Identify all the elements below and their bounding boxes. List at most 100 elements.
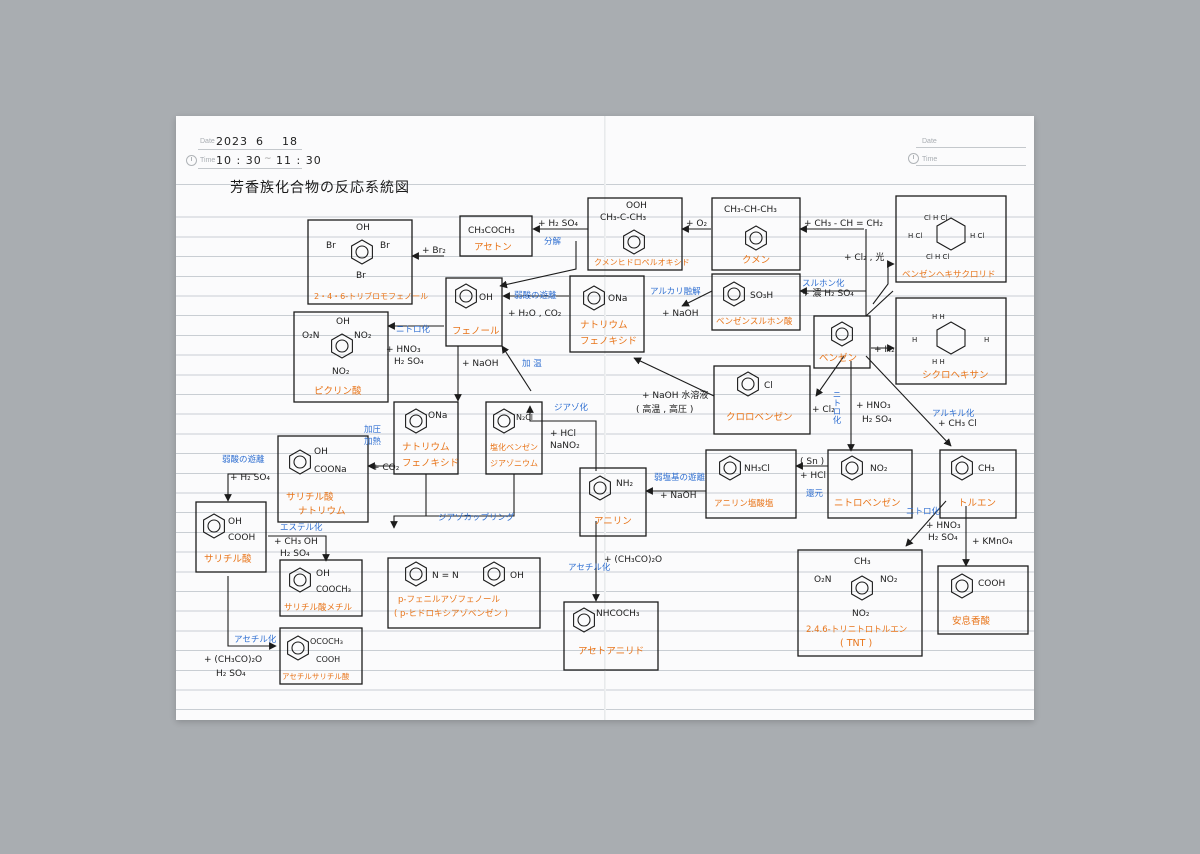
time-end: 11 : 30 bbox=[276, 154, 322, 167]
label-bunkai: 分解 bbox=[544, 236, 562, 247]
benzene-ring-icon bbox=[841, 455, 863, 481]
picric-box bbox=[293, 311, 389, 403]
chlorobenzene-cl: Cl bbox=[764, 381, 773, 391]
sodium-phenoxide-top-ona: ONa bbox=[608, 294, 627, 304]
benzene-ring-icon bbox=[951, 455, 973, 481]
acetylsalicylic-ococh3: OCOCH₃ bbox=[310, 637, 343, 646]
label-weak-acid-release-2: 弱酸の遊離 bbox=[222, 454, 265, 465]
acetylsalicylic-name: アセチルサリチル酸 bbox=[282, 671, 350, 681]
nitrobenzene-box bbox=[827, 449, 913, 519]
notebook-page: Date 2023 6 18 Time 10 : 30 ~ 11 : 30 Da… bbox=[176, 116, 1034, 720]
benzene-ring-icon bbox=[719, 455, 741, 481]
acetylsalicylic-box bbox=[279, 627, 363, 685]
cumene-box bbox=[711, 197, 801, 271]
methyl-salicylate-oh: OH bbox=[316, 569, 330, 579]
benzenesulfonic-name: ベンゼンスルホン酸 bbox=[716, 316, 793, 327]
label-diazotization: ジアゾ化 bbox=[554, 402, 589, 413]
phenol-box bbox=[445, 277, 503, 347]
bhc-atoms-bottom-icon: Cl H Cl bbox=[926, 253, 949, 261]
date-day: 18 bbox=[282, 135, 298, 148]
salicylic-cooh: COOH bbox=[228, 533, 255, 543]
right-date-underline bbox=[916, 147, 1026, 148]
benzene-ring-icon bbox=[493, 408, 515, 434]
aniline-nh2: NH₂ bbox=[616, 479, 634, 489]
benzene-ring-icon bbox=[405, 408, 427, 434]
label-pressure-heat-1: 加圧 bbox=[364, 424, 382, 435]
arrow-benzene-to-bhc bbox=[872, 260, 895, 305]
benzoic-box bbox=[937, 565, 1029, 635]
date-month: 6 bbox=[256, 135, 264, 148]
compound-diazonium: N₂Cl 塩化ベンゼン ジアゾニウム bbox=[485, 401, 543, 475]
right-time-underline bbox=[916, 165, 1026, 166]
compound-benzene: ベンゼン bbox=[813, 315, 871, 369]
label-nitration-2: ニトロ化 bbox=[831, 390, 841, 425]
compound-salicylic: OH COOH サリチル酸 bbox=[195, 501, 267, 573]
benzene-ring-icon bbox=[289, 567, 311, 593]
label-h2so4-3: + H₂ SO₄ bbox=[230, 473, 270, 483]
acetone-formula: CH₃COCH₃ bbox=[468, 226, 515, 236]
salicylic-box bbox=[195, 501, 267, 573]
benzene-ring-icon bbox=[289, 449, 311, 475]
sodium-salicylate-name2: ナトリウム bbox=[298, 506, 346, 517]
label-high-temp-pressure: ( 高温 , 高圧 ) bbox=[636, 403, 693, 415]
label-naoh-aq: + NaOH 水溶液 bbox=[642, 389, 708, 401]
acetone-name: アセトン bbox=[474, 242, 512, 253]
picric-no2-right: NO₂ bbox=[354, 331, 372, 341]
tribromophenol-oh: OH bbox=[356, 223, 370, 233]
tribromophenol-br-left: Br bbox=[326, 241, 336, 251]
benzene-ring-icon bbox=[351, 239, 373, 265]
aniline-box bbox=[579, 467, 647, 537]
right-clock-icon bbox=[908, 153, 919, 164]
compound-sodium-phenoxide-top: ONa ナトリウム フェノキシド bbox=[569, 275, 645, 353]
acetanilide-name: アセトアニリド bbox=[578, 646, 644, 657]
toluene-ch3: CH₃ bbox=[978, 464, 995, 474]
label-plus-cl2-2: + Cl₂ bbox=[812, 405, 835, 415]
notebook-spine bbox=[604, 116, 606, 720]
benzenesulfonic-box bbox=[711, 273, 801, 331]
chlorobenzene-box bbox=[713, 365, 811, 435]
cyclohexane-box bbox=[895, 297, 1007, 385]
benzene-ring-icon bbox=[573, 607, 595, 633]
phenol-oh: OH bbox=[479, 293, 493, 303]
label-plus-hcl-2: + HCl bbox=[550, 429, 576, 439]
benzenesulfonic-so3h: SO₃H bbox=[750, 291, 773, 301]
time-start: 10 : 30 bbox=[216, 154, 262, 167]
benzene-ring-icon bbox=[623, 229, 645, 255]
sodium-phenoxide-mid-name1: ナトリウム bbox=[402, 442, 450, 453]
label-plus-hcl-1: + HCl bbox=[800, 471, 826, 481]
diazonium-box bbox=[485, 401, 543, 475]
date-year: 2023 bbox=[216, 135, 248, 148]
compound-azo: N = N OH p-フェニルアゾフェノール ( p-ヒドロキシアゾベンゼン ) bbox=[387, 557, 541, 629]
compound-chlorobenzene: Cl クロロベンゼン bbox=[713, 365, 811, 435]
label-nitration-3: ニトロ化 bbox=[906, 506, 941, 517]
label-plus-co2: + CO₂ bbox=[372, 463, 400, 473]
label-plus-h2: + H₂ bbox=[874, 345, 895, 355]
methyl-salicylate-name: サリチル酸メチル bbox=[284, 602, 353, 613]
label-plus-naoh-3: + NaOH bbox=[660, 491, 697, 501]
right-date-label: Date bbox=[922, 138, 937, 145]
sodium-phenoxide-mid-box bbox=[393, 401, 459, 475]
methyl-salicylate-cooch3: COOCH₃ bbox=[316, 585, 351, 595]
arrow-diazonium-to-phenol bbox=[501, 345, 532, 392]
cumene-hydroperoxide-name: クメンヒドロペルオキシド bbox=[594, 258, 690, 267]
tnt-ch3: CH₃ bbox=[854, 557, 871, 567]
sodium-salicylate-name1: サリチル酸 bbox=[286, 491, 334, 503]
label-sn: ( Sn ) bbox=[800, 457, 824, 467]
label-plus-ch3cl: + CH₃ Cl bbox=[938, 419, 977, 429]
toluene-name: トルエン bbox=[958, 498, 996, 509]
diazonium-name1: 塩化ベンゼン bbox=[490, 442, 538, 452]
bhc-atoms-right-icon: H Cl bbox=[970, 232, 984, 240]
benzoic-name: 安息香酸 bbox=[952, 615, 991, 627]
tnt-o2n: O₂N bbox=[814, 575, 831, 585]
arrow-benzene-to-chlorobenzene bbox=[815, 355, 845, 397]
benzene-ring-icon bbox=[951, 573, 973, 599]
picric-name: ピクリン酸 bbox=[314, 385, 362, 397]
compound-benzoic: COOH 安息香酸 bbox=[937, 565, 1029, 635]
compound-acetanilide: NHCOCH₃ アセトアニリド bbox=[563, 601, 659, 671]
benzene-ring-icon bbox=[455, 283, 477, 309]
arrow-benzene-to-toluene bbox=[865, 355, 952, 447]
sodium-salicylate-box bbox=[277, 435, 369, 523]
benzene-ring-icon bbox=[405, 561, 427, 587]
sodium-salicylate-oh: OH bbox=[314, 447, 328, 457]
chlorobenzene-name: クロロベンゼン bbox=[726, 411, 793, 423]
